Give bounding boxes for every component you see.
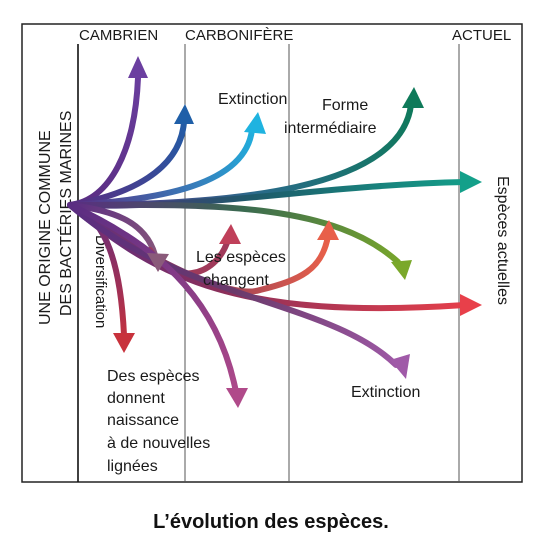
era-label-present: ACTUEL bbox=[452, 27, 511, 44]
era-label-carboniferous: CARBONIFÈRE bbox=[185, 27, 293, 44]
origin-label: UNE ORIGINE COMMUNE DES BACTÉRIES MARINE… bbox=[37, 111, 75, 325]
extinction-top-label: Extinction bbox=[218, 91, 287, 108]
new-lineages-line-2: donnent bbox=[107, 390, 165, 407]
branch-magenta bbox=[67, 202, 239, 395]
caption: L’évolution des espèces. bbox=[153, 511, 389, 533]
diagram-frame bbox=[21, 23, 523, 483]
origin-label-line-2: DES BACTÉRIES MARINES bbox=[56, 111, 75, 316]
diversification-label: Diversification bbox=[92, 235, 109, 328]
origin-label-line-1: UNE ORIGINE COMMUNE bbox=[37, 130, 54, 325]
arrowhead-bright-red bbox=[460, 294, 482, 316]
arrowhead-olive bbox=[391, 260, 412, 280]
arrowhead-dark-red bbox=[113, 333, 135, 353]
arrowhead-orange-red bbox=[317, 220, 339, 240]
arrowhead-species-change bbox=[219, 224, 241, 244]
branch-olive bbox=[67, 201, 401, 265]
arrowhead-dark-green bbox=[402, 87, 424, 108]
arrowhead-blue bbox=[174, 104, 194, 124]
current-species-label: Espèces actuelles bbox=[494, 176, 511, 305]
branch-purple bbox=[67, 202, 399, 368]
branches bbox=[67, 75, 468, 395]
species-change-line-2: changent bbox=[203, 272, 269, 289]
svg-text:Diversification: Diversification bbox=[92, 235, 109, 328]
arrowhead-purple bbox=[390, 354, 410, 379]
arrowhead-violet bbox=[128, 56, 148, 78]
era-label-cambrian: CAMBRIEN bbox=[79, 27, 158, 44]
arrowhead-mauve bbox=[147, 253, 169, 272]
branch-mauve bbox=[67, 202, 158, 258]
new-lineages-line-5: lignées bbox=[107, 458, 158, 475]
extinction-bottom-label: Extinction bbox=[351, 384, 420, 401]
intermediate-form-line-2: intermédiaire bbox=[284, 120, 377, 137]
intermediate-form-line-1: Forme bbox=[322, 97, 368, 114]
svg-text:Espèces actuelles: Espèces actuelles bbox=[494, 176, 511, 305]
arrowheads bbox=[113, 56, 482, 408]
new-lineages-line-3: naissance bbox=[107, 412, 179, 429]
new-lineages-line-1: Des espèces bbox=[107, 368, 200, 385]
arrowhead-cyan bbox=[244, 112, 266, 134]
species-change-line-1: Les espèces bbox=[196, 249, 286, 266]
arrowhead-teal bbox=[460, 171, 482, 193]
arrowhead-magenta bbox=[226, 388, 248, 408]
new-lineages-line-4: à de nouvelles bbox=[107, 435, 210, 452]
